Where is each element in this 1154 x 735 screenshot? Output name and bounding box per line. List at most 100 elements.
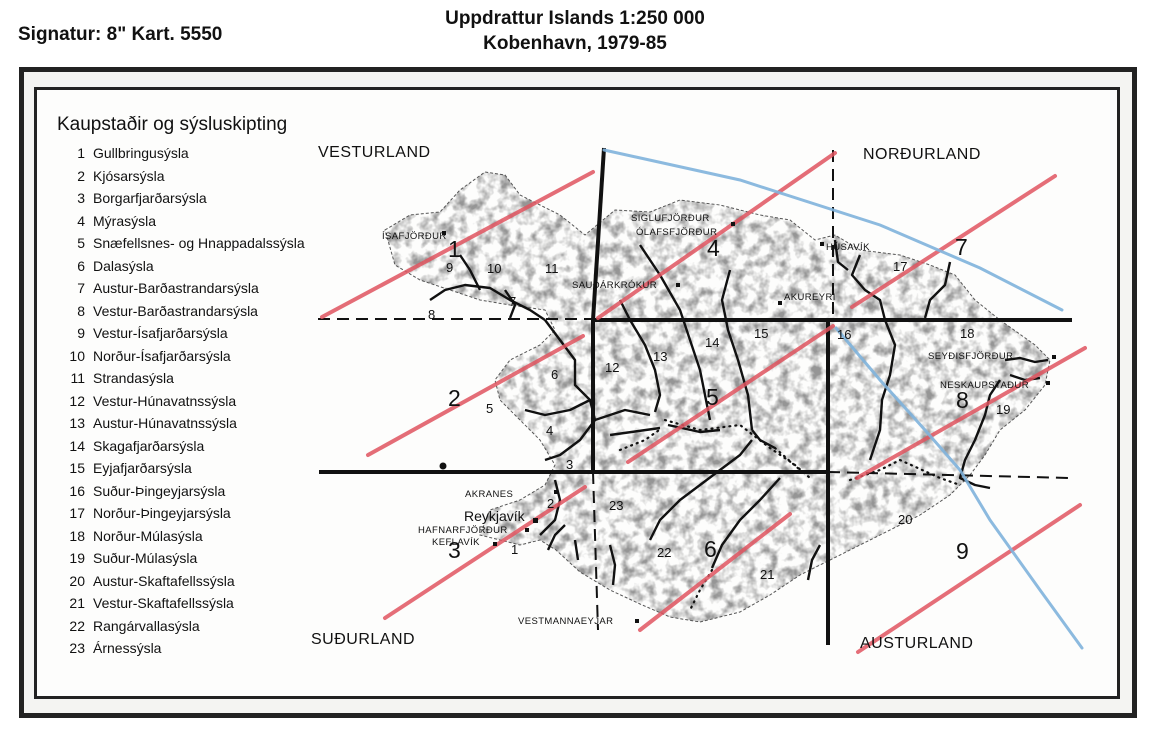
red-mark-3 <box>383 485 587 620</box>
legend-item: 17 Norður-Þingeyjarsýsla <box>57 502 305 525</box>
sheet-number-1: 1 <box>448 236 461 262</box>
region-austurland: AUSTURLAND <box>860 635 973 652</box>
county-number-labels: 1 2 3 4 5 6 7 8 9 10 11 12 13 14 15 16 1… <box>428 259 1010 582</box>
county-number-4: 4 <box>546 423 553 438</box>
town-isafjordur: ÍSAFJÖRÐUR <box>382 231 447 242</box>
county-number-23: 23 <box>609 498 623 513</box>
red-mark-9 <box>856 503 1082 654</box>
legend-item-number: 18 <box>69 527 85 544</box>
legend-item: 3 Borgarfjarðarsýsla <box>57 187 305 210</box>
red-mark-6 <box>638 512 792 632</box>
legend-item-number: 2 <box>77 167 85 184</box>
legend-item-number: 16 <box>69 482 85 499</box>
town-saudarkrokur: SAUÐÁRKRÓKUR <box>572 280 657 291</box>
legend-item-name: Dalasýsla <box>93 257 154 274</box>
town-keflavik: KEFLAVÍK <box>432 537 480 548</box>
legend-item: 21 Vestur-Skaftafellssýsla <box>57 592 305 615</box>
legend-item-number: 13 <box>69 415 85 431</box>
county-number-10: 10 <box>487 261 501 276</box>
county-number-17: 17 <box>893 259 907 274</box>
county-number-12: 12 <box>605 360 619 375</box>
town-marker-isafjordur <box>442 231 446 235</box>
legend-item-number: 21 <box>69 595 85 611</box>
county-number-6: 6 <box>551 367 558 382</box>
legend-item-name: Eyjafjarðarsýsla <box>93 460 192 476</box>
sheet-number-8: 8 <box>956 387 969 413</box>
legend-item-name: Suður-Þingeyjarsýsla <box>93 482 226 499</box>
legend-item-name: Kjósarsýsla <box>93 167 165 184</box>
town-marker-saudarkrokur <box>676 283 680 287</box>
region-nordurland: NORÐURLAND <box>863 146 981 163</box>
county-number-13: 13 <box>653 349 667 364</box>
legend-item-number: 4 <box>77 212 85 229</box>
sheet-number-9: 9 <box>956 538 969 564</box>
legend-item-name: Snæfellsnes- og Hnappadalssýsla <box>93 235 305 251</box>
red-mark-5 <box>626 324 835 464</box>
legend-item-name: Norður-Þingeyjarsýsla <box>93 505 231 521</box>
legend-item-name: Borgarfjarðarsýsla <box>93 190 207 206</box>
red-pencil-marks <box>320 151 1087 654</box>
signature-label: Signatur: 8" Kart. 5550 <box>18 24 223 45</box>
legend-item-name: Skagafjarðarsýsla <box>93 437 205 454</box>
red-mark-8 <box>855 346 1087 480</box>
county-number-2: 2 <box>547 496 554 511</box>
town-markers <box>439 222 1056 623</box>
legend-item-name: Suður-Múlasýsla <box>93 550 198 566</box>
legend-item-number: 9 <box>77 325 85 341</box>
county-number-9: 9 <box>446 260 453 275</box>
sheet-number-4: 4 <box>707 235 720 261</box>
county-number-21: 21 <box>760 567 774 582</box>
legend-item: 8 Vestur-Barðastrandarsýsla <box>57 300 305 323</box>
county-number-11: 11 <box>545 261 559 276</box>
legend-item-number: 12 <box>69 392 85 409</box>
town-marker-akranes <box>554 490 558 494</box>
town-siglufjordur: SIGLUFJÖRÐUR <box>631 213 710 224</box>
legend-item-number: 3 <box>77 190 85 206</box>
town-marker-reykjavik <box>533 518 538 523</box>
blue-mark-north <box>602 148 1064 312</box>
map-title: Uppdrattur Islands 1:250 000 Kobenhavn, … <box>360 6 790 56</box>
legend-item-name: Rangárvallasýsla <box>93 617 200 634</box>
town-marker-neskaupstadur <box>1046 381 1050 385</box>
legend-item-number: 11 <box>70 370 85 386</box>
sheet-number-3: 3 <box>448 537 461 563</box>
county-number-7: 7 <box>509 294 516 309</box>
sheet-number-6: 6 <box>704 536 717 562</box>
legend-item: 2 Kjósarsýsla <box>57 165 305 188</box>
red-mark-2 <box>366 334 585 457</box>
blue-mark-east <box>834 326 1084 650</box>
county-number-16: 16 <box>837 327 851 342</box>
town-neskaupstadur: NESKAUPSTAÐUR <box>940 380 1029 391</box>
legend-item-name: Strandasýsla <box>93 370 174 386</box>
island-dot-west <box>439 462 447 470</box>
town-akureyri: AKUREYRI <box>784 292 836 303</box>
legend-item-number: 20 <box>69 572 85 589</box>
legend-item-name: Vestur-Skaftafellssýsla <box>93 595 234 611</box>
title-line-2: Kobenhavn, 1979-85 <box>483 33 667 54</box>
town-hafnarfjordur: HAFNARFJÖRÐUR <box>418 525 508 536</box>
legend-item: 19 Suður-Múlasýsla <box>57 547 305 570</box>
town-marker-seydisfjordur <box>1052 355 1056 359</box>
legend-item-number: 17 <box>69 505 85 521</box>
legend-item-number: 19 <box>69 550 85 566</box>
county-number-19: 19 <box>996 402 1010 417</box>
town-seydisfjordur: SEYÐISFJÖRÐUR <box>928 351 1013 362</box>
legend-item-number: 23 <box>69 640 85 656</box>
town-marker-akureyri <box>778 301 782 305</box>
town-vestmannaeyjar: VESTMANNAEYJAR <box>518 616 613 627</box>
county-number-1: 1 <box>511 542 518 557</box>
legend-item-name: Austur-Barðastrandarsýsla <box>93 280 259 296</box>
county-number-5: 5 <box>486 401 493 416</box>
legend-item-name: Vestur-Barðastrandarsýsla <box>93 302 258 319</box>
legend-item-number: 10 <box>69 347 85 364</box>
legend-item-number: 8 <box>77 302 85 319</box>
red-mark-7 <box>850 174 1057 309</box>
region-labels: VESTURLAND NORÐURLAND SUÐURLAND AUSTURLA… <box>311 144 981 652</box>
